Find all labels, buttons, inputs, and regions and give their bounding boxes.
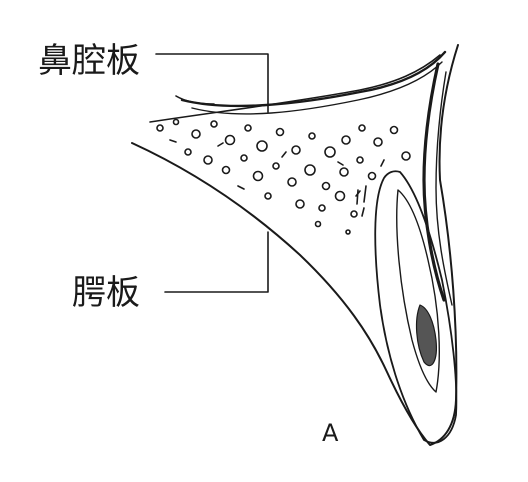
cortical-wall-outer: [422, 62, 446, 302]
nasal-plate-left-cap: [175, 95, 215, 105]
nasal-plate-leader-line: [155, 53, 269, 113]
tooth-outer-outline: [374, 170, 458, 444]
tooth-root-canal-outline: [396, 189, 440, 393]
cortical-wall-inner: [435, 71, 453, 306]
nasal-plate-band: [180, 50, 447, 108]
panel-letter: A: [322, 419, 339, 447]
nasal-plate-label: 鼻腔板: [38, 41, 140, 81]
bone-upper-edge: [149, 54, 441, 123]
pterygoid-plate-label: 腭板: [72, 273, 140, 313]
trabecular-pattern: [156, 118, 411, 235]
bone-outline: [131, 44, 459, 446]
tooth-pulp: [415, 304, 437, 367]
nasal-plate-inner-line: [191, 61, 443, 115]
pterygoid-plate-leader-line: [164, 231, 269, 293]
